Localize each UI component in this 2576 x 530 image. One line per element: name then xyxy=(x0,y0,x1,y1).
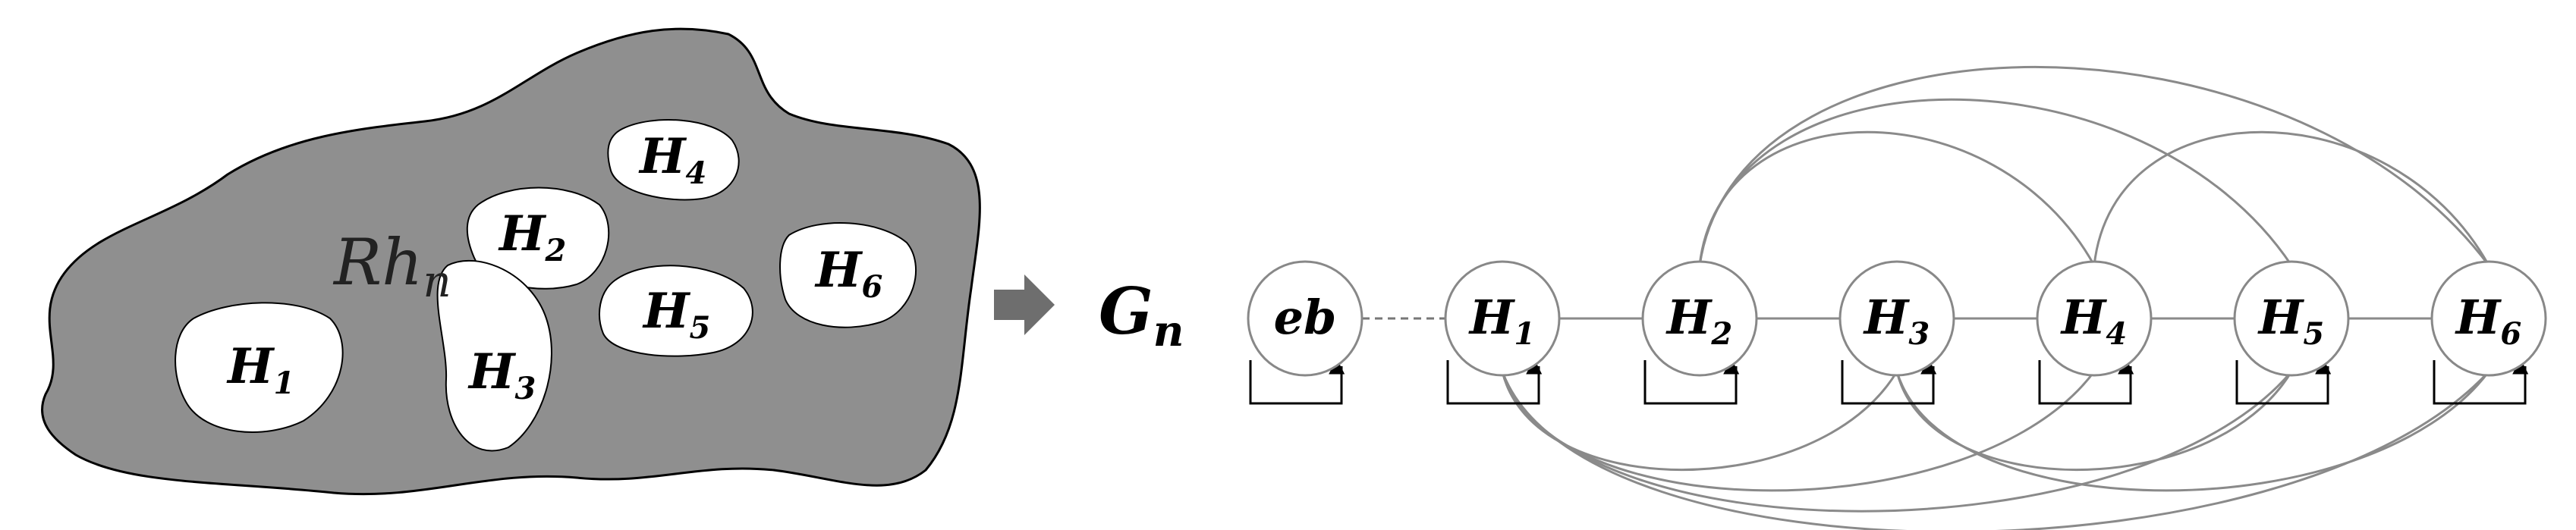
self-loop-H1 xyxy=(1446,358,1543,405)
graph-nodes: eb H1 H2 H3 H4 H5 H6 xyxy=(1247,260,2547,377)
arc-bottom-H3-H5 xyxy=(1895,371,2293,472)
hole-h2 xyxy=(466,187,610,290)
arc-bottom-H1-H4 xyxy=(1501,371,2096,492)
hole-label-h3: H3 xyxy=(467,343,536,406)
node-label-H3: H3 xyxy=(1863,290,1930,352)
node-circle-H5 xyxy=(2233,260,2350,377)
graph-edges xyxy=(1362,66,2490,530)
arc-bottom-H3-H6 xyxy=(1895,371,2490,492)
self-loop-H3 xyxy=(1841,358,1937,405)
arc-bottom-H1-H3 xyxy=(1501,371,1898,472)
node-label-H5: H5 xyxy=(2257,290,2324,352)
hole-label-h1: H1 xyxy=(226,338,294,401)
node-label-H1: H1 xyxy=(1468,290,1535,352)
arc-top-H2-H5 xyxy=(1698,98,2293,266)
hole-label-h5: H5 xyxy=(642,283,710,346)
node-label-H2: H2 xyxy=(1665,290,1732,352)
hole-h6 xyxy=(779,221,917,328)
node-label-H4: H4 xyxy=(2060,290,2127,352)
region-panel: H1 H2 H3 H4 H5 H6 Rhn xyxy=(41,27,981,496)
arc-bottom-H1-H6 xyxy=(1501,370,2490,530)
arc-top-H2-H4 xyxy=(1698,130,2096,266)
node-circle-H3 xyxy=(1838,260,1955,377)
hole-h1 xyxy=(175,302,344,433)
region-label: Rhn xyxy=(332,225,451,307)
transform-arrow xyxy=(994,274,1055,335)
node-label-eb: eb xyxy=(1274,290,1337,345)
node-circle-eb xyxy=(1247,260,1363,377)
hole-h5 xyxy=(599,265,753,357)
hole-label-h6: H6 xyxy=(814,242,882,305)
node-label-H6: H6 xyxy=(2455,290,2521,352)
graph-self-loops xyxy=(1249,358,2529,405)
arc-top-H2-H6 xyxy=(1698,66,2490,266)
arrow-shape xyxy=(994,274,1055,335)
self-loop-H6 xyxy=(2433,358,2529,405)
hole-label-h4: H4 xyxy=(638,128,706,191)
self-loop-H5 xyxy=(2235,358,2332,405)
node-circle-H6 xyxy=(2430,260,2547,377)
node-circle-H1 xyxy=(1444,260,1561,377)
hole-h3 xyxy=(436,259,552,452)
hole-h4 xyxy=(607,119,740,201)
self-loop-H2 xyxy=(1643,358,1740,405)
hole-label-h2: H2 xyxy=(498,205,566,268)
graph-label: Gn xyxy=(1099,274,1184,356)
node-circle-H2 xyxy=(1641,260,1758,377)
self-loop-H4 xyxy=(2038,358,2134,405)
arc-top-H4-H6 xyxy=(2093,130,2490,266)
node-circle-H4 xyxy=(2036,260,2153,377)
self-loop-eb xyxy=(1249,358,1345,405)
